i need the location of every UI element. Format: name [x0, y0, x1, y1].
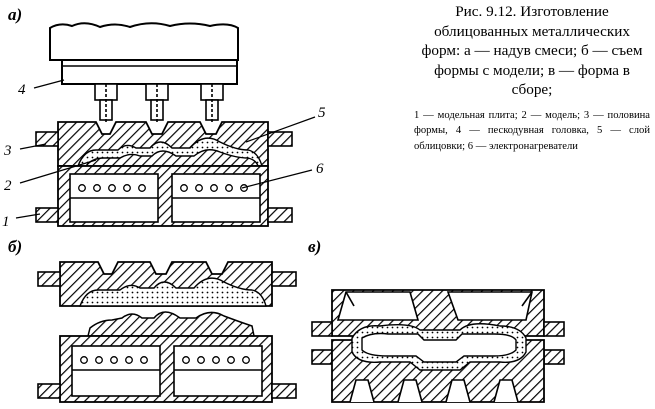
caption-legend: 1 — модельная плита; 2 — модель; 3 — пол…: [414, 109, 650, 152]
callout-2: 2: [4, 178, 12, 194]
model-b: [87, 311, 255, 337]
callout-4: 4: [18, 82, 26, 98]
panel-label-b: б): [8, 237, 22, 256]
model-a: [84, 149, 259, 167]
panel-label-a: а): [8, 5, 22, 24]
caption-title: Рис. 9.12. Изготовление облицованных мет…: [421, 3, 643, 98]
panel-v-drawing: [311, 289, 565, 403]
panel-label-v: в): [308, 237, 321, 256]
panel-a-drawing: [15, 22, 316, 227]
panel-b-drawing: [37, 261, 297, 403]
callout-1: 1: [2, 214, 10, 230]
blow-head-top: [49, 22, 239, 61]
heaters-a: [78, 184, 248, 192]
callout-6: 6: [316, 161, 324, 177]
blow-nozzles: [94, 83, 224, 122]
facing-layer-b: [78, 277, 267, 307]
heaters-b: [80, 356, 250, 364]
callout-5: 5: [318, 105, 326, 121]
callout-3: 3: [3, 143, 12, 159]
blow-head-plate: [61, 59, 238, 85]
figure-caption: Рис. 9.12. Изготовление облицованных мет…: [414, 2, 650, 154]
